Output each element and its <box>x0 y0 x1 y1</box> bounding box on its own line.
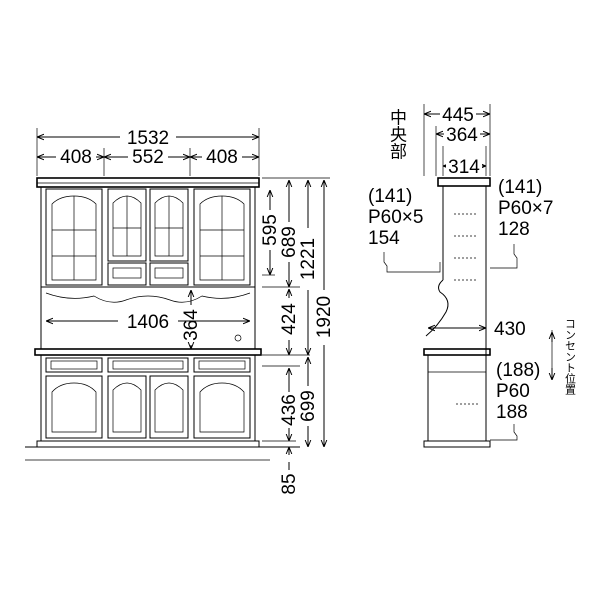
base-shelf-paren: (188) <box>496 360 540 381</box>
dim-right-width: 408 <box>206 147 238 168</box>
dim-upper-height: 1221 <box>298 238 319 280</box>
center-section-label: 中央部 <box>386 108 407 159</box>
base-shelf-spec: P60 <box>496 381 530 402</box>
outlet-position-note: コンセント位置 <box>564 318 577 395</box>
shelf-notes: 中央部 (141) P60×5 154 (141) P60×7 128 (188… <box>368 108 577 441</box>
center-shelf-spec: P60×5 <box>368 207 423 228</box>
dim-base-door-height: 436 <box>279 394 300 426</box>
hutch-glass-doors <box>45 188 251 286</box>
base-shelf-value: 188 <box>496 402 528 423</box>
dim-plinth-height: 85 <box>279 473 300 494</box>
dim-center-width: 552 <box>132 147 164 168</box>
center-shelf-value: 154 <box>368 228 400 249</box>
side-shelf-value: 128 <box>498 219 530 240</box>
dim-total-height: 1920 <box>314 296 335 338</box>
front-view-cabinet <box>25 177 300 461</box>
dim-opening-height: 364 <box>181 309 202 341</box>
front-view-dimensions: 1532 408 552 408 1406 364 595 689 <box>36 128 335 495</box>
side-shelf-paren: (141) <box>498 177 542 198</box>
base-doors <box>45 375 251 439</box>
side-shelf-spec: P60×7 <box>498 198 553 219</box>
dim-base-height: 699 <box>298 390 319 422</box>
dim-base-depth: 430 <box>494 319 526 340</box>
dim-counter-space: 424 <box>279 303 300 335</box>
dim-inner-depth: 314 <box>448 157 480 178</box>
dim-inner-width: 1406 <box>127 312 169 333</box>
side-view-cabinet <box>423 177 491 448</box>
side-view-dimensions: 445 364 314 430 <box>423 103 526 340</box>
center-shelf-paren: (141) <box>368 186 412 207</box>
dim-left-width: 408 <box>60 147 92 168</box>
dim-total-depth: 445 <box>442 105 474 126</box>
dim-hutch-height: 689 <box>279 226 300 258</box>
dim-upper-depth: 364 <box>446 125 478 146</box>
dim-glass-height: 595 <box>260 214 281 246</box>
dim-total-width: 1532 <box>127 128 169 149</box>
